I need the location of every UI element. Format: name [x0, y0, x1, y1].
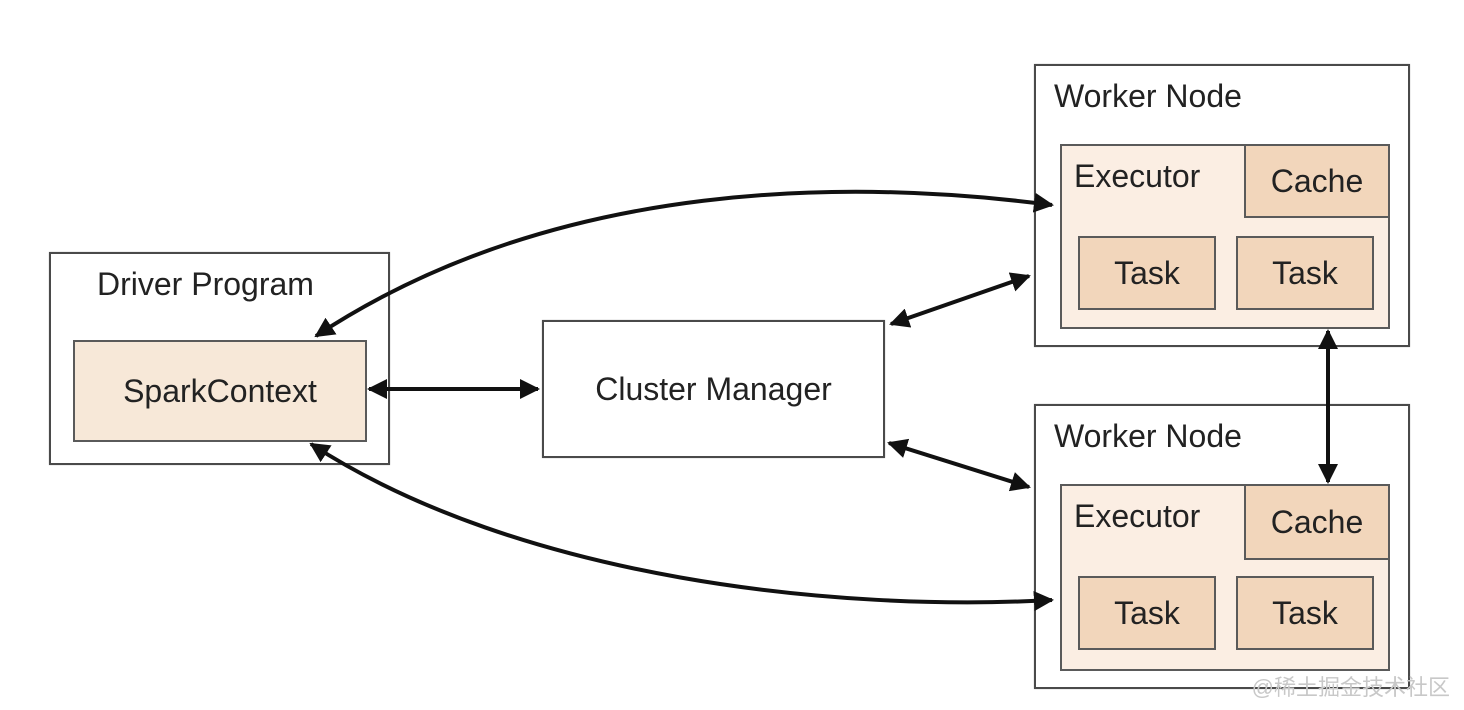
task-box: Task — [1078, 576, 1216, 650]
task-box: Task — [1078, 236, 1216, 310]
arrow-cluster-manager-worker1 — [889, 272, 1031, 328]
executor-label: Executor — [1074, 158, 1201, 194]
cluster-manager-box: Cluster Manager — [542, 320, 885, 458]
worker-node-title: Worker Node — [1054, 78, 1242, 114]
cache-box: Cache — [1244, 484, 1390, 560]
worker-node-2: Worker Node Executor Cache Task Task — [1034, 404, 1410, 689]
task-box: Task — [1236, 576, 1374, 650]
cache-label: Cache — [1270, 503, 1364, 540]
cache-label: Cache — [1270, 162, 1364, 199]
task-label: Task — [1114, 254, 1180, 291]
watermark: @稀土掘金技术社区 — [1251, 675, 1450, 700]
driver-program-title: Driver Program — [97, 266, 314, 302]
cluster-manager-label: Cluster Manager — [595, 370, 832, 407]
task-label: Task — [1272, 254, 1338, 291]
executor-label: Executor — [1074, 498, 1201, 534]
driver-program-box: Driver Program SparkContext — [49, 252, 390, 465]
executor-box: Executor Cache Task Task — [1060, 144, 1390, 329]
cache-box: Cache — [1244, 144, 1390, 218]
worker-node-title: Worker Node — [1054, 418, 1242, 454]
task-label: Task — [1114, 594, 1180, 631]
task-label: Task — [1272, 594, 1338, 631]
arrow-cluster-manager-worker2 — [887, 438, 1031, 492]
spark-context-label: SparkContext — [123, 372, 317, 409]
arrow-driver-worker1 — [314, 189, 1054, 338]
spark-context-box: SparkContext — [73, 340, 367, 442]
executor-box: Executor Cache Task Task — [1060, 484, 1390, 671]
arrow-driver-worker2 — [309, 442, 1054, 611]
task-box: Task — [1236, 236, 1374, 310]
worker-node-1: Worker Node Executor Cache Task Task — [1034, 64, 1410, 347]
